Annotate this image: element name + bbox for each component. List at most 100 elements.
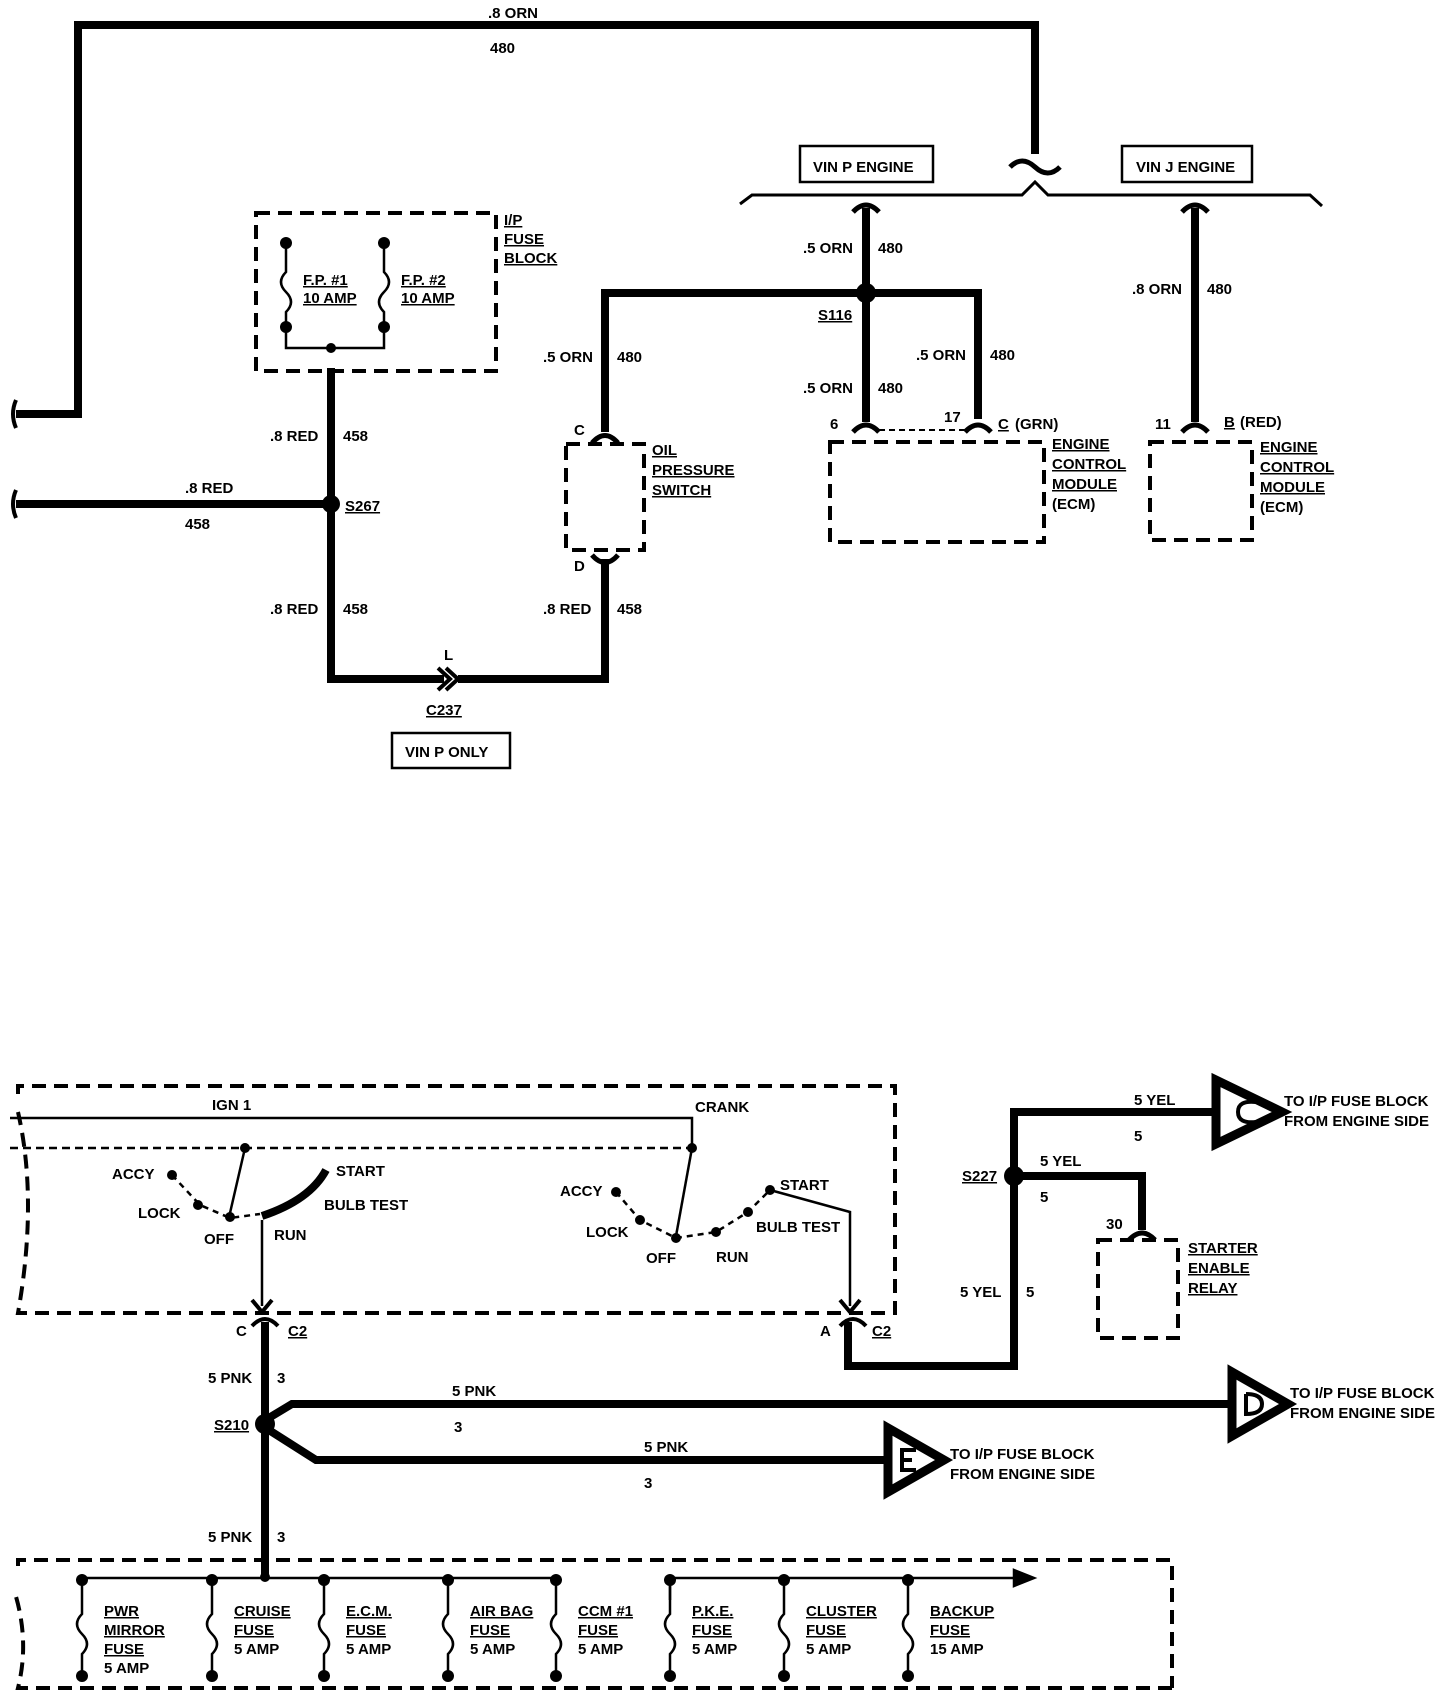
wire-left-end-cap-top — [11, 399, 18, 429]
c237-label: C237 — [426, 702, 462, 719]
label-orn-oil-circuit: 480 — [617, 349, 642, 366]
fuse-terminal — [664, 1574, 676, 1586]
label-pnk-fuse-gauge: 5 PNK — [208, 1529, 252, 1546]
sw2-bulb-test: BULB TEST — [756, 1219, 840, 1236]
fuse-label: CCM #1 — [578, 1603, 633, 1620]
sw1-accy: ACCY — [112, 1166, 155, 1183]
label-yel-top-circuit: 5 — [1134, 1128, 1142, 1145]
ecm-j-box — [1148, 440, 1254, 542]
fp1-label: F.P. #1 — [303, 272, 348, 289]
fuse-label: FUSE — [578, 1622, 618, 1639]
ecm-j-pin-b-color: (RED) — [1240, 414, 1282, 431]
vin-j-engine-label: VIN J ENGINE — [1136, 159, 1235, 176]
label-orn-top-gauge: .8 ORN — [488, 5, 538, 22]
ecm-p-pin-c-color: (GRN) — [1015, 416, 1058, 433]
fuse-label: 5 AMP — [692, 1641, 737, 1658]
oil-switch-label-3: SWITCH — [652, 482, 711, 499]
oil-switch-connector-top — [590, 433, 620, 445]
sw2-off: OFF — [646, 1250, 676, 1267]
fuse-label: FUSE — [806, 1622, 846, 1639]
label-pnk-d-gauge: 5 PNK — [452, 1383, 496, 1400]
relay-label-3: RELAY — [1188, 1280, 1237, 1297]
label-orn-ecm-right-circuit: 480 — [990, 347, 1015, 364]
ip-fuse-block-label-3: BLOCK — [504, 250, 557, 267]
connector-d-letter — [1244, 1392, 1265, 1417]
fuse-label: 5 AMP — [346, 1641, 391, 1658]
sw2-pivot — [687, 1143, 697, 1153]
splice-s227-label: S227 — [962, 1168, 997, 1185]
fuse-label: FUSE — [692, 1622, 732, 1639]
label-pnk-d-circuit: 3 — [454, 1419, 462, 1436]
label-orn-vinj-circuit: 480 — [1207, 281, 1232, 298]
label-orn-vinp-upper-circuit: 480 — [878, 240, 903, 257]
fuse-symbol — [549, 1578, 563, 1678]
fuse-label: FUSE — [104, 1641, 144, 1658]
ecm-p-box — [828, 440, 1046, 544]
wire-red-458-oil — [458, 559, 609, 683]
label-red-lower-gauge: .8 RED — [270, 601, 319, 618]
fp1-amp: 10 AMP — [303, 290, 357, 307]
vin-p-engine-label: VIN P ENGINE — [813, 159, 914, 176]
ignition-switch-2: ACCY LOCK OFF RUN START BULB TEST — [560, 1143, 852, 1306]
relay-label-1: STARTER — [1188, 1240, 1258, 1257]
fp1-terminal-top — [280, 237, 292, 249]
label-orn-vinp-lower-circuit: 480 — [878, 380, 903, 397]
vinj-connector-top — [1180, 202, 1210, 214]
fuse-label: FUSE — [234, 1622, 274, 1639]
wire-pnk-3-e — [266, 1426, 890, 1464]
label-pnk-e-circuit: 3 — [644, 1475, 652, 1492]
ecm-j-pin-b: B — [1224, 414, 1235, 431]
ignition-switch-housing — [15, 1084, 897, 1315]
wire-pnk-3-d — [266, 1400, 1232, 1422]
c2-right-connector — [838, 1298, 868, 1328]
c2-right-pin: A — [820, 1323, 831, 1340]
label-red-upper-circuit: 458 — [343, 428, 368, 445]
label-pnk-e-gauge: 5 PNK — [644, 1439, 688, 1456]
connector-c-letter — [1235, 1099, 1257, 1125]
sw2-off-contact — [671, 1233, 681, 1243]
fp1-terminal-bottom — [280, 321, 292, 333]
ecm-p-connector-pinc — [963, 422, 993, 434]
vin-bracket-line — [739, 179, 1324, 208]
fp2-label: F.P. #2 — [401, 272, 446, 289]
fuse-feed-junction — [260, 1572, 270, 1582]
label-pnk-c2-gauge: 5 PNK — [208, 1370, 252, 1387]
sw2-run-contact — [711, 1227, 721, 1237]
fuse-terminal — [76, 1670, 88, 1682]
label-orn-vinj-gauge: .8 ORN — [1132, 281, 1182, 298]
relay-pin-30: 30 — [1106, 1216, 1123, 1233]
connector-c-triangle — [1211, 1072, 1293, 1152]
fuse-label: 5 AMP — [234, 1641, 279, 1658]
fuse-label: 5 AMP — [578, 1641, 623, 1658]
oil-switch-label-1: OIL — [652, 442, 677, 459]
ip-fuse-block-label-1: I/P — [504, 212, 522, 229]
sw1-wiper — [228, 1147, 247, 1214]
fp2-amp: 10 AMP — [401, 290, 455, 307]
splice-s267-label: S267 — [345, 498, 380, 515]
wire-left-end-cap-bottom — [11, 489, 18, 519]
fuse-terminal — [206, 1574, 218, 1586]
to-fuse-e-line2: FROM ENGINE SIDE — [950, 1466, 1095, 1483]
ip-fuse-block-box — [254, 211, 498, 373]
sw1-accy-contact — [167, 1170, 177, 1180]
fuse-symbol — [663, 1578, 677, 1678]
to-fuse-e-line1: TO I/P FUSE BLOCK — [950, 1446, 1095, 1463]
fuse-terminal — [778, 1574, 790, 1586]
ecm-j-pin-11: 11 — [1155, 416, 1171, 433]
fuse-symbol — [777, 1578, 791, 1678]
label-red-oil-gauge: .8 RED — [543, 601, 592, 618]
sw2-run: RUN — [716, 1249, 749, 1266]
ecm-j-connector-pin11 — [1180, 422, 1210, 434]
ecm-p-label-3: MODULE — [1052, 476, 1117, 493]
fuse-terminal — [902, 1670, 914, 1682]
label-pnk-fuse-circuit: 3 — [277, 1529, 285, 1546]
sw1-lock: LOCK — [138, 1205, 181, 1222]
fuse-terminal — [76, 1574, 88, 1586]
label-orn-vinp-lower-gauge: .5 ORN — [803, 380, 853, 397]
fuse-label: PWR — [104, 1603, 139, 1620]
fuse-terminal — [550, 1670, 562, 1682]
fuse-symbol — [75, 1578, 89, 1678]
fuse-symbol — [317, 1578, 331, 1678]
